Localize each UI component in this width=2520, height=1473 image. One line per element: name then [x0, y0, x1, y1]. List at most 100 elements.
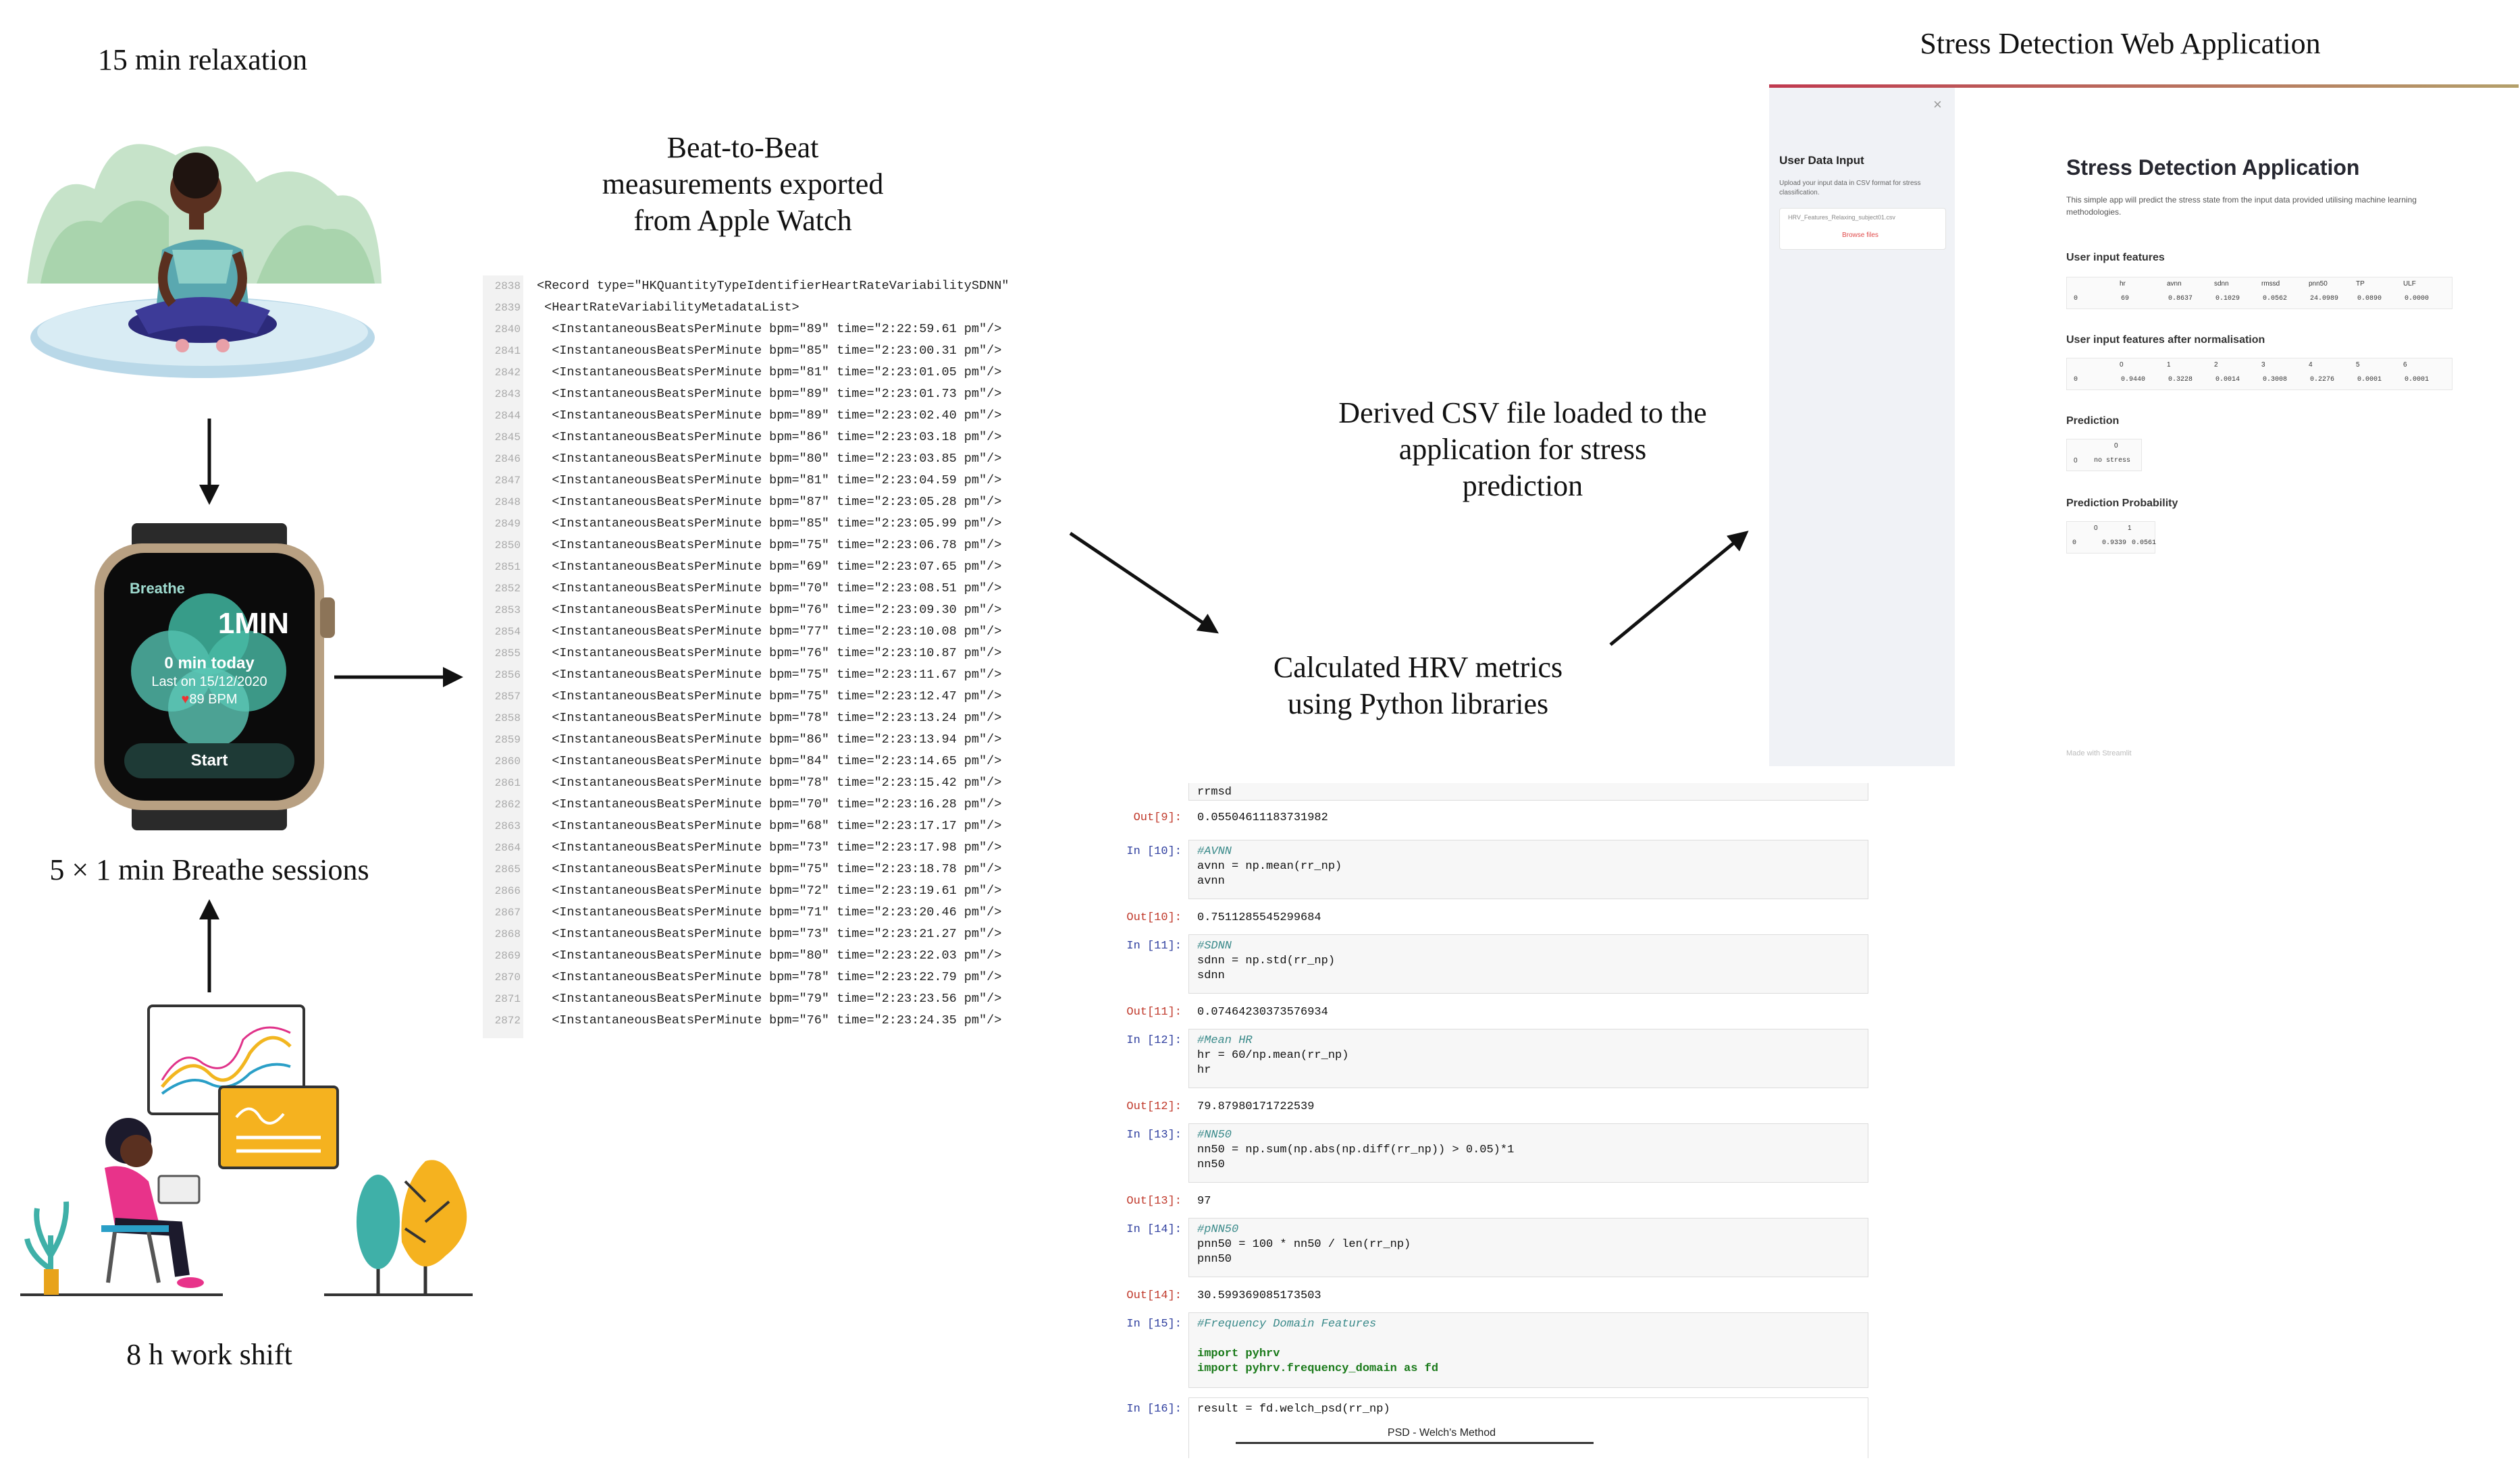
table-cell: 0.3008 — [2263, 376, 2288, 383]
top-out-var: rrmsd — [1197, 786, 1232, 799]
out13-prompt: Out[13]: — [1126, 1195, 1182, 1208]
line-number: 2856 — [494, 669, 521, 681]
xml-code: <InstantaneousBeatsPerMinute bpm="69" ti… — [537, 560, 1002, 574]
app-description: This simple app will predict the stress … — [2066, 195, 2417, 217]
table-header-cell: 3 — [2261, 361, 2265, 369]
watch-today: 0 min today — [164, 654, 255, 672]
line-number: 2861 — [494, 777, 521, 789]
work-shift-label: 8 h work shift — [126, 1338, 292, 1371]
table-cell: 0.0014 — [2215, 376, 2240, 383]
xml-code: <InstantaneousBeatsPerMinute bpm="77" ti… — [537, 624, 1002, 639]
table-header-cell: pnn50 — [2309, 280, 2328, 288]
xml-code: <InstantaneousBeatsPerMinute bpm="86" ti… — [537, 732, 1002, 747]
xml-code: <InstantaneousBeatsPerMinute bpm="87" ti… — [537, 495, 1002, 509]
line-number: 2853 — [494, 604, 521, 616]
line-number: 2846 — [494, 453, 521, 465]
xml-code: <InstantaneousBeatsPerMinute bpm="73" ti… — [537, 927, 1002, 941]
line-number: 2864 — [494, 842, 521, 854]
sidebar-close-icon[interactable]: × — [1933, 96, 1942, 113]
xml-code: <InstantaneousBeatsPerMinute bpm="76" ti… — [537, 603, 1002, 617]
section-normalised-features: User input features after normalisation — [2066, 334, 2265, 346]
xml-code: <InstantaneousBeatsPerMinute bpm="75" ti… — [537, 689, 1002, 703]
out14-prompt: Out[14]: — [1126, 1289, 1182, 1302]
out14-value: 30.599369085173503 — [1197, 1289, 1321, 1302]
table-cell: 0.1029 — [2215, 295, 2240, 302]
stress-detection-webapp: × User Data Input Upload your input data… — [1769, 84, 2519, 766]
arrow-hrv-to-webapp — [1609, 531, 1749, 646]
in10-code: avnn = np.mean(rr_np) — [1197, 860, 1342, 873]
browse-files-button[interactable]: Browse files — [1842, 232, 1879, 239]
table-header-cell: 0 — [2120, 361, 2124, 369]
watch-app-name: Breathe — [130, 580, 185, 597]
table-header-cell: 4 — [2309, 361, 2313, 369]
calculated-hrv-line-2: using Python libraries — [1287, 687, 1549, 720]
sidebar-title: User Data Input — [1779, 154, 1864, 167]
psd-plot-frame — [1236, 1442, 1594, 1444]
table-cell: 0 — [2074, 376, 2078, 383]
line-number: 2870 — [494, 971, 521, 984]
line-number: 2838 — [494, 280, 521, 292]
table-cell: 69 — [2121, 295, 2130, 302]
line-number: 2862 — [494, 799, 521, 811]
breathe-sessions-label: 5 × 1 min Breathe sessions — [49, 853, 369, 886]
in11-prompt: In [11]: — [1126, 940, 1182, 953]
table-cell: 0.0001 — [2405, 376, 2430, 383]
table-cell: 0.0000 — [2405, 295, 2430, 302]
xml-code: <InstantaneousBeatsPerMinute bpm="79" ti… — [537, 992, 1002, 1006]
xml-code: <InstantaneousBeatsPerMinute bpm="76" ti… — [537, 1013, 1002, 1027]
beat-to-beat-line-3: from Apple Watch — [633, 204, 852, 237]
line-number-gutter — [483, 275, 523, 1038]
line-number: 2868 — [494, 928, 521, 940]
in11-comment: #SDNN — [1197, 940, 1232, 953]
in14-code: pnn50 = 100 * nn50 / len(rr_np) — [1197, 1238, 1411, 1251]
file-uploader[interactable]: HRV_Features_Relaxing_subject01.csv Brow… — [1779, 208, 1946, 250]
watch-duration: 1MIN — [217, 607, 289, 640]
derived-csv-line-3: prediction — [1462, 469, 1583, 502]
line-number: 2869 — [494, 950, 521, 962]
webapp-top-bar — [1769, 84, 2519, 88]
xml-code: <Record type="HKQuantityTypeIdentifierHe… — [537, 279, 1009, 293]
xml-code: <InstantaneousBeatsPerMinute bpm="70" ti… — [537, 797, 1002, 811]
xml-code: <InstantaneousBeatsPerMinute bpm="81" ti… — [537, 473, 1002, 487]
table-cell: 0.2276 — [2310, 376, 2335, 383]
beat-to-beat-line-2: measurements exported — [602, 167, 884, 200]
in15-prompt: In [15]: — [1126, 1318, 1182, 1331]
line-number: 2851 — [494, 561, 521, 573]
out11-prompt: Out[11]: — [1126, 1006, 1182, 1019]
line-number: 2855 — [494, 647, 521, 660]
xml-code: <InstantaneousBeatsPerMinute bpm="80" ti… — [537, 948, 1002, 963]
xml-code: <InstantaneousBeatsPerMinute bpm="70" ti… — [537, 581, 1002, 595]
table-header-cell: avnn — [2167, 280, 2182, 288]
cell-top-partial: rrmsd — [1077, 783, 1868, 802]
in15-import-2: import pyhrv.frequency_domain as fd — [1197, 1362, 1439, 1375]
out10-value: 0.7511285545299684 — [1197, 911, 1321, 924]
webapp-footer[interactable]: Made with Streamlit — [2066, 749, 2132, 757]
sidebar-text: Upload your input data in CSV format for… — [1779, 180, 1921, 196]
watch-screen: Breathe 1MIN 0 min today Last on 15/12/2… — [104, 553, 315, 801]
relaxation-illustration — [27, 144, 382, 378]
uploaded-file-name: HRV_Features_Relaxing_subject01.csv — [1788, 214, 1895, 221]
line-number: 2859 — [494, 734, 521, 746]
in13-code: nn50 = np.sum(np.abs(np.diff(rr_np)) > 0… — [1197, 1144, 1515, 1156]
derived-csv-line-2: application for stress — [1398, 433, 1647, 466]
in14-comment: #pNN50 — [1197, 1223, 1239, 1236]
line-number: 2872 — [494, 1015, 521, 1027]
watch-start-button[interactable]: Start — [124, 743, 294, 778]
in15-comment: #Frequency Domain Features — [1197, 1318, 1377, 1331]
jupyter-notebook-panel: rrmsd Out[9]: 0.05504611183731982 In [10… — [1077, 783, 1868, 1458]
watch-bpm-row: ♥89 BPM — [104, 692, 315, 707]
calculated-hrv-label: Calculated HRV metrics using Python libr… — [1229, 649, 1607, 722]
table-header-cell: 1 — [2128, 525, 2132, 532]
xml-code: <InstantaneousBeatsPerMinute bpm="75" ti… — [537, 668, 1002, 682]
line-number: 2854 — [494, 626, 521, 638]
in12-comment: #Mean HR — [1197, 1034, 1253, 1047]
calculated-hrv-line-1: Calculated HRV metrics — [1273, 651, 1563, 684]
line-number: 2844 — [494, 410, 521, 422]
in10-var: avnn — [1197, 875, 1225, 888]
xml-code: <InstantaneousBeatsPerMinute bpm="89" ti… — [537, 408, 1002, 423]
table-header-cell: 0 — [2094, 525, 2098, 532]
in11-var: sdnn — [1197, 969, 1225, 982]
in12-code: hr = 60/np.mean(rr_np) — [1197, 1049, 1349, 1062]
in16-code: result = fd.welch_psd(rr_np) — [1197, 1403, 1390, 1416]
in10-comment: #AVNN — [1197, 845, 1232, 858]
